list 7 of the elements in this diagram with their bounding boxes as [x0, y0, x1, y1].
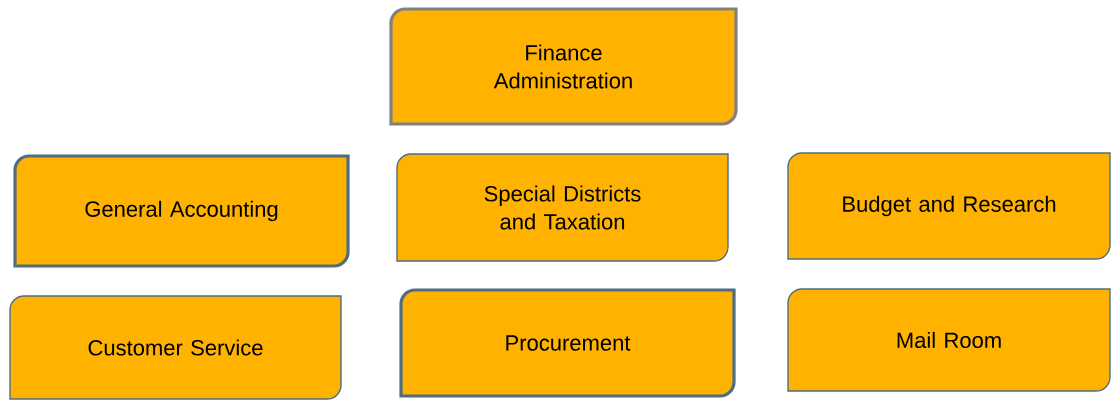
- org-box: General Accounting: [13, 154, 350, 268]
- org-box: Mail Room: [787, 288, 1111, 392]
- org-box: Budget and Research: [787, 152, 1111, 260]
- org-box: Customer Service: [9, 295, 342, 400]
- org-box: Special Districts and Taxation: [396, 153, 729, 262]
- org-box: Procurement: [399, 288, 736, 398]
- org-box: Finance Administration: [389, 7, 738, 126]
